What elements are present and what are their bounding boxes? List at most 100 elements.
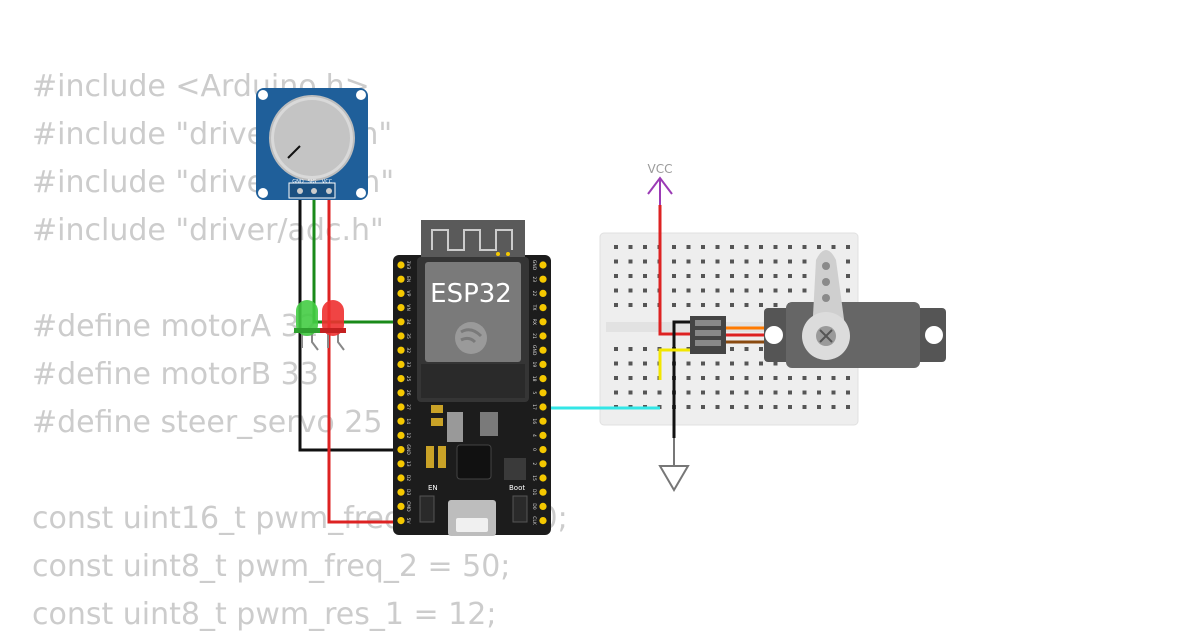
esp32-pin-left[interactable] <box>397 360 405 368</box>
esp32-pin-left[interactable] <box>397 332 405 340</box>
breadboard-hole <box>614 390 618 395</box>
esp32-pin-right[interactable] <box>539 446 547 454</box>
breadboard-hole <box>715 245 720 249</box>
esp32-pin-right[interactable] <box>539 261 547 269</box>
esp32-pin-right[interactable] <box>539 460 547 468</box>
esp32-pin-right[interactable] <box>539 360 547 368</box>
breadboard-hole <box>715 288 720 293</box>
esp32-pin-right[interactable] <box>539 403 547 411</box>
esp32-pin-label: GND <box>531 260 537 271</box>
breadboard-hole <box>628 361 633 366</box>
esp32-pin-right[interactable] <box>539 488 547 496</box>
esp32-pin-left[interactable] <box>397 517 405 525</box>
breadboard-hole <box>614 245 618 249</box>
breadboard-hole <box>643 390 647 395</box>
code-line: #define steer_servo 25 <box>32 405 383 440</box>
breadboard-hole <box>614 259 618 264</box>
pot-pin-sig-label: SIG <box>308 179 317 185</box>
pot-knob-indicator <box>287 145 301 159</box>
breadboard-hole <box>788 390 792 395</box>
esp32-pin-left[interactable] <box>397 289 405 297</box>
breadboard-hole <box>773 405 778 409</box>
esp32-pin-label: 12 <box>405 433 411 439</box>
breadboard-hole <box>643 274 647 278</box>
breadboard-hole <box>846 390 850 395</box>
breadboard-hole <box>802 274 807 278</box>
led-red[interactable] <box>320 300 346 351</box>
esp32-pin-label: 22 <box>531 291 537 297</box>
breadboard-hole <box>773 245 778 249</box>
breadboard-hole <box>614 361 618 366</box>
esp32-pin-left[interactable] <box>397 346 405 354</box>
breadboard-hole <box>628 288 633 293</box>
esp32-pin-right[interactable] <box>539 375 547 383</box>
breadboard-hole <box>744 405 749 409</box>
breadboard-hole <box>628 303 633 307</box>
breadboard-hole <box>802 376 807 380</box>
breadboard-hole <box>802 245 807 249</box>
esp32-pin-left[interactable] <box>397 389 405 397</box>
breadboard-hole <box>744 274 749 278</box>
esp32-pin-left[interactable] <box>397 261 405 269</box>
en-button[interactable] <box>419 495 435 523</box>
esp32-pin-left[interactable] <box>397 502 405 510</box>
breadboard-hole <box>730 303 734 307</box>
esp32-pin-left[interactable] <box>397 275 405 283</box>
boot-button[interactable] <box>512 495 528 523</box>
breadboard-hole <box>773 390 778 395</box>
esp32-pin-right[interactable] <box>539 346 547 354</box>
breadboard-hole <box>730 245 734 249</box>
code-line: #define motorA 32 <box>32 309 319 344</box>
breadboard-hole <box>846 259 850 264</box>
esp32-pin-left[interactable] <box>397 417 405 425</box>
breadboard-hole <box>846 274 850 278</box>
ground-symbol <box>658 438 690 492</box>
esp32-pin-right[interactable] <box>539 417 547 425</box>
breadboard-hole <box>759 376 763 380</box>
esp32-pin-left[interactable] <box>397 375 405 383</box>
esp32-pin-left[interactable] <box>397 488 405 496</box>
esp32-pin-left[interactable] <box>397 446 405 454</box>
esp32-pin-right[interactable] <box>539 275 547 283</box>
led-green[interactable] <box>294 300 320 351</box>
esp32-pin-left[interactable] <box>397 460 405 468</box>
pot-pin-gnd-label: GND <box>292 179 304 185</box>
breadboard-hole <box>817 245 821 249</box>
breadboard-hole <box>802 259 807 264</box>
en-label: EN <box>428 484 438 492</box>
esp32-pin-right[interactable] <box>539 431 547 439</box>
esp32-pin-label: 34 <box>405 319 411 325</box>
esp32-pin-right[interactable] <box>539 318 547 326</box>
breadboard-hole <box>773 274 778 278</box>
breadboard-hole <box>744 259 749 264</box>
breadboard-hole <box>817 376 821 380</box>
breadboard-hole <box>643 245 647 249</box>
breadboard-hole <box>788 259 792 264</box>
esp32-pin-right[interactable] <box>539 502 547 510</box>
esp32-pin-right[interactable] <box>539 332 547 340</box>
esp32-pin-left[interactable] <box>397 474 405 482</box>
breadboard-hole <box>715 274 720 278</box>
potentiometer[interactable]: GND SIG VCC <box>256 88 368 200</box>
breadboard-hole <box>701 361 705 366</box>
breadboard-hole <box>831 245 836 249</box>
esp32-pin-right[interactable] <box>539 517 547 525</box>
breadboard-hole <box>744 347 749 351</box>
esp32-pin-label: 19 <box>531 362 537 368</box>
esp32-pin-left[interactable] <box>397 318 405 326</box>
esp32-pin-right[interactable] <box>539 304 547 312</box>
esp32-pin-label: 23 <box>531 276 537 282</box>
esp32-pin-left[interactable] <box>397 304 405 312</box>
breadboard-hole <box>744 303 749 307</box>
esp32-pin-label: D0 <box>531 503 537 509</box>
servo-motor[interactable] <box>690 250 946 368</box>
esp32-pin-right[interactable] <box>539 474 547 482</box>
esp32-pin-left[interactable] <box>397 403 405 411</box>
breadboard-hole <box>701 274 705 278</box>
esp32-pin-right[interactable] <box>539 289 547 297</box>
breadboard-hole <box>715 376 720 380</box>
esp32-pin-left[interactable] <box>397 431 405 439</box>
esp32-pin-right[interactable] <box>539 389 547 397</box>
esp32-pin-label: 16 <box>531 418 537 424</box>
